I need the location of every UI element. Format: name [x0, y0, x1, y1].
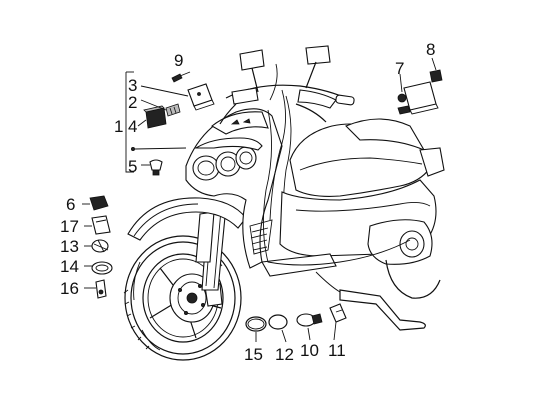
part-6-bracket [89, 195, 109, 211]
front-fork [195, 205, 227, 291]
wiring-harness [262, 109, 411, 266]
callout-7: 7 [395, 59, 404, 78]
callout-10: 10 [300, 341, 319, 360]
front-fender [127, 197, 247, 241]
callout-6: 6 [66, 195, 75, 214]
callout-14: 14 [60, 257, 79, 276]
callout-16: 16 [60, 279, 79, 298]
callout-12: 12 [275, 345, 294, 364]
part-11-bracket [329, 303, 347, 341]
handlebar-assembly [219, 45, 355, 231]
leader-lines-left [125, 71, 189, 173]
leader-7 [399, 73, 403, 93]
part-12-ring [268, 314, 288, 343]
part-3-relay [187, 83, 215, 111]
part-4-module [143, 105, 167, 129]
callout-3: 3 [128, 76, 137, 95]
leader-8 [431, 57, 437, 71]
seat-rear-body [261, 118, 445, 331]
part-8-clip [429, 69, 443, 83]
front-body [185, 108, 283, 269]
part-15-ring [245, 316, 267, 342]
callout-15: 15 [244, 345, 263, 364]
callout-5: 5 [128, 157, 137, 176]
callout-4: 4 [128, 117, 137, 136]
part-7-switch [397, 81, 439, 115]
part-14-band-clamp [91, 261, 113, 275]
part-5-socket [149, 159, 163, 176]
callout-9: 9 [174, 51, 183, 70]
callout-2: 2 [128, 93, 137, 112]
front-wheel [123, 235, 242, 361]
callout-8: 8 [426, 40, 435, 59]
callout-13: 13 [60, 237, 79, 256]
callout-17: 17 [60, 217, 79, 236]
callout-labels: 9 3 2 1 4 5 8 7 6 17 13 14 16 15 12 10 1… [60, 40, 435, 364]
callout-11: 11 [328, 341, 346, 360]
part-10-clip [296, 313, 323, 341]
scooter-illustration [123, 45, 445, 361]
part-13-holder [91, 239, 109, 253]
callout-1: 1 [114, 117, 123, 136]
part-16-tie [95, 279, 107, 299]
part-2-connector [165, 103, 181, 117]
part-17-clamp [91, 215, 111, 235]
part-9-screw [171, 71, 191, 83]
